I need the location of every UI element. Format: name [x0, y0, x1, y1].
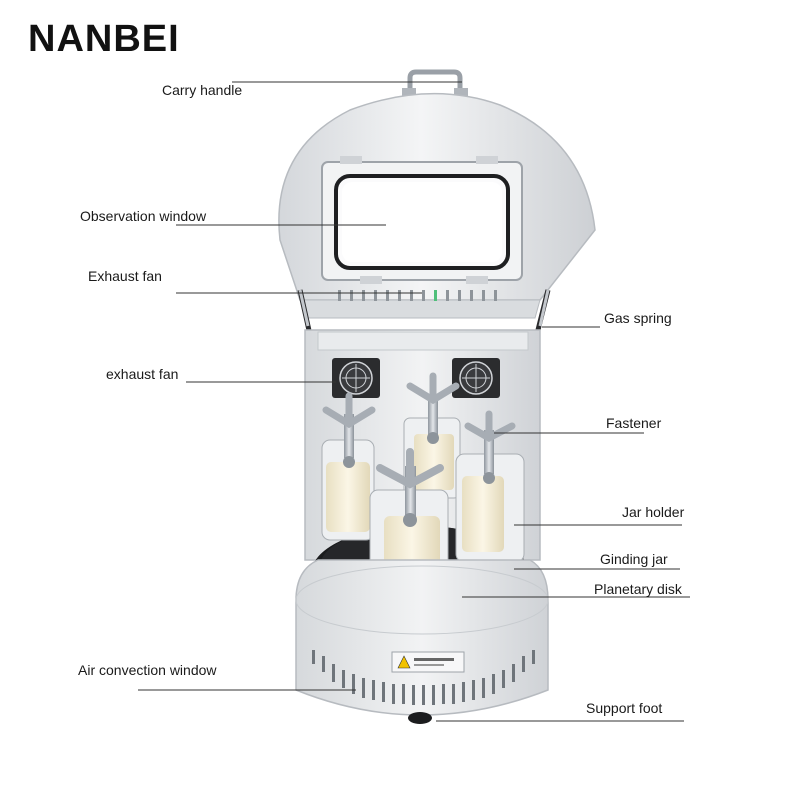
jar-left — [321, 392, 376, 541]
label-exhaust-fan-lower: exhaust fan — [106, 366, 179, 382]
leader-lines — [138, 81, 690, 722]
exhaust-fan-left — [332, 358, 380, 398]
label-carry-handle: Carry handle — [162, 82, 243, 98]
label-exhaust-fan-top: Exhaust fan — [88, 268, 162, 284]
air-convection-vents — [312, 650, 535, 705]
label-support-foot: Support foot — [586, 700, 663, 716]
brand-logo: NANBEI — [28, 18, 180, 60]
exhaust-fan-right — [452, 358, 500, 398]
label-observation-window: Observation window — [80, 208, 207, 224]
carry-handle — [402, 69, 468, 96]
label-jar-holder: Jar holder — [622, 504, 685, 520]
observation-window — [321, 156, 523, 284]
support-foot — [408, 712, 432, 724]
label-planetary-disk: Planetary disk — [594, 581, 682, 597]
jar-right — [455, 410, 525, 563]
label-fastener: Fastener — [606, 415, 662, 431]
label-gas-spring: Gas spring — [604, 310, 672, 326]
lid-vent-slots — [338, 290, 497, 301]
base — [295, 559, 549, 716]
label-grinding-jar: Ginding jar — [600, 551, 668, 567]
label-air-convection-window: Air convection window — [78, 662, 217, 678]
